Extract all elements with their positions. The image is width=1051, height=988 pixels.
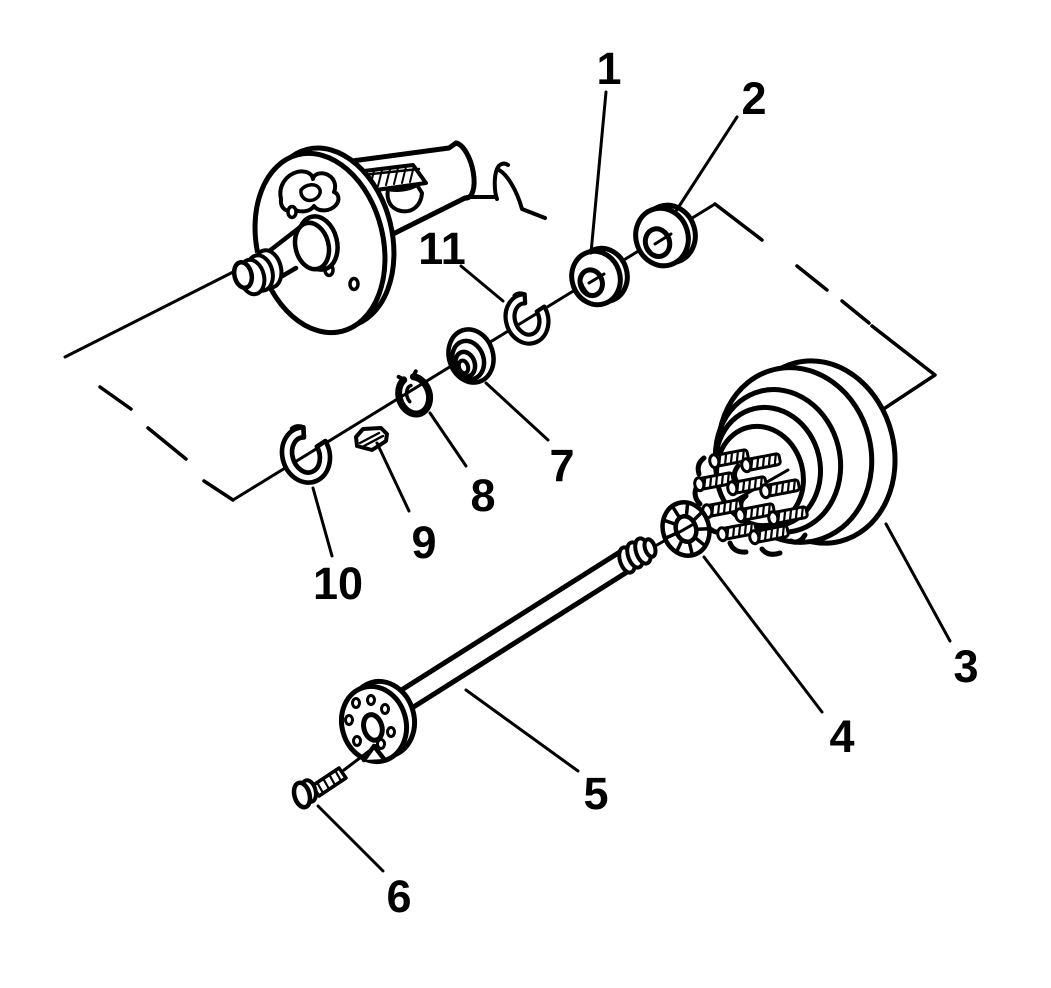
leader-5 — [464, 688, 580, 773]
leader-3 — [884, 522, 952, 643]
shaft-collar — [617, 536, 658, 575]
callout-10: 10 — [313, 558, 363, 609]
brake-drum — [648, 358, 898, 557]
tube-top-edge — [334, 140, 459, 166]
callout-4: 4 — [829, 711, 854, 762]
splined-washer — [660, 500, 712, 558]
leader-2 — [674, 115, 739, 213]
callout-1: 1 — [596, 43, 621, 94]
retainer-ring — [395, 369, 434, 418]
leader-11 — [459, 264, 505, 303]
spindle-axis-line — [63, 265, 245, 359]
callout-3: 3 — [953, 641, 978, 692]
leader-10 — [311, 486, 334, 558]
callout-7: 7 — [549, 440, 574, 491]
leader-9 — [375, 441, 411, 513]
plane-corner-right — [870, 324, 937, 416]
bearing — [446, 327, 496, 385]
spindle — [231, 214, 340, 297]
flange-holes — [344, 694, 396, 750]
flange-cast-detail — [278, 169, 341, 214]
callout-2: 2 — [741, 73, 766, 124]
leader-4 — [702, 555, 824, 714]
dashed-plane-edge-right — [713, 202, 871, 325]
tube-open-end — [453, 140, 477, 201]
tube-scoop-detail — [385, 183, 424, 214]
dashed-plane-edge-left — [98, 385, 235, 502]
callout-5: 5 — [583, 768, 608, 819]
seal-ring-1 — [569, 245, 630, 308]
key-block — [354, 426, 389, 452]
seal-ring-2 — [633, 202, 698, 269]
callout-9: 9 — [411, 517, 436, 568]
tube-break-symbol — [492, 161, 547, 220]
bolt — [291, 743, 379, 810]
leader-lines — [311, 90, 952, 873]
leader-8 — [428, 411, 468, 468]
axle-tube-assembly — [231, 140, 547, 336]
tube-bottom-edge — [386, 195, 468, 239]
leader-6 — [316, 804, 385, 873]
leader-7 — [484, 381, 550, 442]
callout-8: 8 — [470, 470, 495, 521]
leader-1 — [589, 90, 608, 255]
callout-6: 6 — [386, 871, 411, 922]
bolt-axis-line — [342, 743, 379, 772]
axle-shaft — [339, 536, 658, 765]
callout-11: 11 — [418, 223, 466, 274]
callout-labels: 1 2 3 4 5 6 7 8 9 10 11 — [313, 43, 979, 922]
